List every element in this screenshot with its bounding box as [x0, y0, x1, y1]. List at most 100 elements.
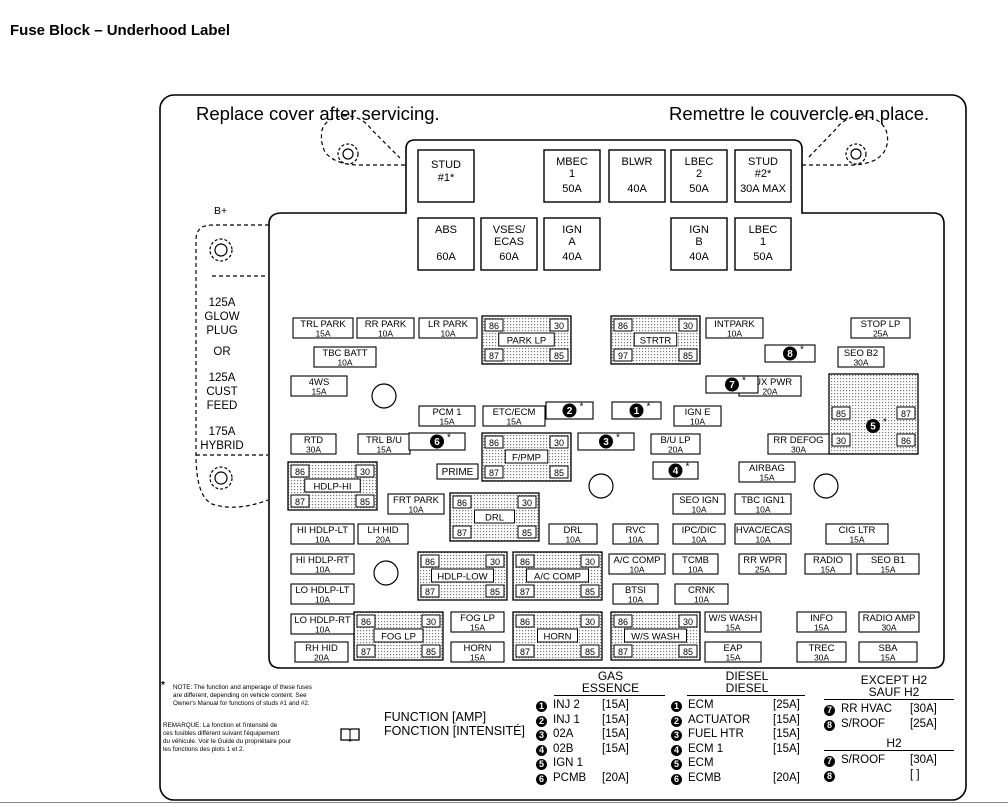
maxi-fuse-text: 50A — [562, 183, 582, 195]
marker-number: 1 — [634, 406, 640, 417]
relay-pin: 85 — [426, 647, 436, 657]
fuse-amp: 15A — [725, 653, 740, 663]
notes-en-line: NOTE: The function and amperage of these… — [173, 684, 312, 691]
fuse-name: PCM 1 — [432, 407, 461, 418]
fuse-amp: 10A — [337, 358, 352, 368]
legend-row: 8 [ ] — [824, 769, 954, 784]
fuse-amp: 10A — [694, 595, 709, 605]
relay-pin: 87 — [425, 587, 435, 597]
fuse-amp: 15A — [470, 653, 485, 663]
fuse-name: SEO B2 — [844, 348, 878, 359]
relay-name: DRL — [485, 513, 504, 524]
fuse-name: HI HDLP-LT — [297, 525, 348, 536]
legend-number: 8 — [824, 770, 835, 782]
maxi-fuse-text: 1 — [569, 168, 575, 180]
notes-fr-line: du véhicule. Voir le Guide du propriétai… — [163, 738, 292, 745]
fuse-amp: 30A — [853, 358, 868, 368]
fuse-amp: 15A — [376, 445, 391, 455]
book-icon — [340, 728, 360, 742]
legend-amp: [ ] — [910, 768, 920, 781]
relay-pin: 86 — [618, 321, 628, 331]
relay-pin: 86 — [618, 617, 628, 627]
marker-asterisk: * — [647, 402, 651, 413]
relay-pin: 30 — [836, 436, 846, 446]
fuse-amp: 15A — [725, 623, 740, 633]
fuse-amp: 10A — [690, 417, 705, 427]
relay-pin: 30 — [683, 617, 693, 627]
legend-amp: [30A] — [910, 703, 937, 715]
side-text-line: CUST — [206, 386, 237, 398]
relay-pin: 87 — [361, 647, 371, 657]
mounting-tabs — [195, 115, 889, 508]
relay-pin: 87 — [618, 647, 628, 657]
marker-4: 4* — [652, 461, 699, 480]
fuse-name: AIRBAG — [749, 463, 785, 474]
marker-asterisk: * — [447, 433, 451, 444]
legend-h2-header: H2 — [886, 736, 902, 750]
fuse-amp: 15A — [506, 417, 521, 427]
fuse-name: SEO IGN — [679, 495, 719, 506]
legend-amp: [15A] — [602, 713, 629, 726]
relay-pin: 87 — [901, 409, 911, 419]
fuse-name: TRL B/U — [366, 435, 402, 446]
notes-fr-line: ces fusibles différent suivant l'équipem… — [163, 730, 280, 737]
marker-1: 1* — [611, 401, 662, 420]
fuse-name: SBA — [878, 643, 898, 654]
fuse-name: RADIO — [813, 555, 843, 566]
relay-pin: 86 — [901, 436, 911, 446]
fuse-amp: 15A — [849, 535, 864, 545]
legend-number: 5 — [671, 759, 682, 770]
legend-function: ECM — [688, 757, 714, 769]
fuse-amp: 10A — [315, 565, 330, 575]
marker-7: 7* — [705, 375, 759, 394]
fuse-block-outline — [268, 139, 945, 669]
legend-amp: [25A] — [910, 717, 937, 730]
fuse-name: TRL PARK — [300, 319, 346, 330]
maxi-fuse: STUD#1* — [417, 149, 475, 203]
fuse-name: RH HID — [305, 643, 338, 654]
fuse-name: TREC — [809, 643, 835, 654]
fuse-name: HI HDLP-RT — [296, 555, 349, 566]
relay-pin: 87 — [520, 587, 530, 597]
legend-number: 1 — [536, 701, 547, 712]
marker-asterisk: * — [580, 402, 584, 413]
relay-pin: 85 — [585, 647, 595, 657]
relay-name: A/C COMP — [534, 572, 581, 583]
fuse-amp: 15A — [315, 329, 330, 339]
fuse-amp: 15A — [439, 417, 454, 427]
notes-french: REMARQUE: La fonction et l'intensité de … — [163, 722, 378, 754]
maxi-fuse-text: ECAS — [494, 236, 524, 248]
marker-asterisk: * — [742, 376, 746, 387]
fuse-name: RADIO AMP — [863, 613, 916, 624]
legend-function: 02A — [553, 728, 574, 740]
relay-pin: 86 — [489, 438, 499, 448]
relay-pin: 30 — [585, 617, 595, 627]
notes-asterisk: * — [161, 680, 165, 691]
fuse-amp: 15A — [311, 387, 326, 397]
fuse-name: RR WPR — [743, 555, 782, 566]
